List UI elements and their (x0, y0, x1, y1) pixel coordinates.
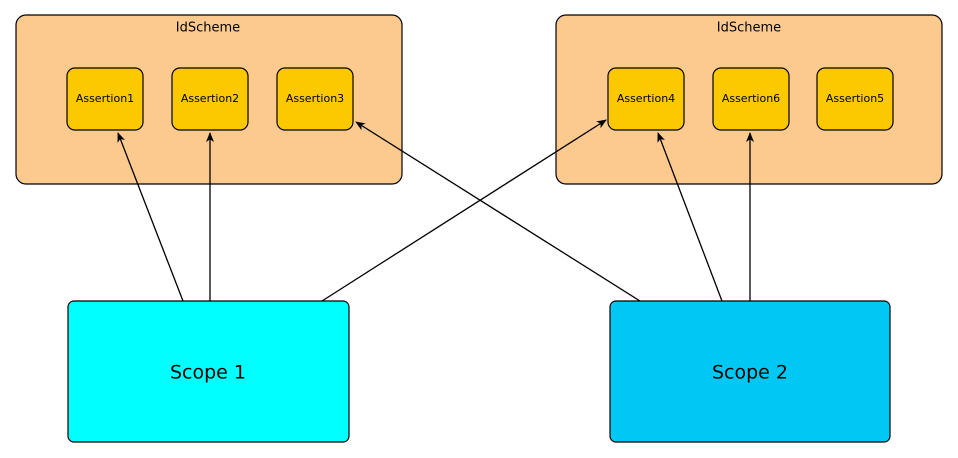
assertion-nodes-layer: Assertion1 Assertion2 Assertion3 Assertion4… (66, 67, 894, 131)
scope-box[interactable] (67, 300, 350, 443)
scope-node[interactable]: Scope 2 (609, 300, 891, 443)
assertion-label: Assertion4 (617, 92, 675, 105)
assertion-node[interactable]: Assertion2 (171, 67, 249, 131)
assertion-label: Assertion3 (286, 92, 344, 105)
assertion-node[interactable]: Assertion3 (276, 67, 354, 131)
association-arrow[interactable] (117, 132, 184, 302)
idscheme-title: IdScheme (176, 21, 240, 36)
assertion-box[interactable] (607, 67, 685, 131)
scope-label: Scope 2 (712, 362, 788, 384)
scope-box[interactable] (609, 300, 891, 443)
assertion-box[interactable] (816, 67, 894, 131)
scope-node[interactable]: Scope 1 (67, 300, 350, 443)
assertion-node[interactable]: Assertion1 (66, 67, 144, 131)
assertion-node[interactable]: Assertion4 (607, 67, 685, 131)
assertion-label: Assertion6 (722, 92, 780, 105)
assertion-box[interactable] (66, 67, 144, 131)
assertion-box[interactable] (276, 67, 354, 131)
assertion-label: Assertion2 (181, 92, 239, 105)
idscheme-title: IdScheme (717, 21, 781, 36)
association-arrow[interactable] (321, 119, 607, 302)
assertion-box[interactable] (712, 67, 790, 131)
assertion-node[interactable]: Assertion5 (816, 67, 894, 131)
assertion-node[interactable]: Assertion6 (712, 67, 790, 131)
assertion-label: Assertion5 (826, 92, 884, 105)
association-edges-layer (117, 119, 754, 302)
scope-nodes-layer: Scope 1 Scope 2 (67, 300, 891, 443)
association-arrow[interactable] (657, 132, 723, 302)
association-arrow[interactable] (355, 121, 641, 302)
scope-label: Scope 1 (170, 362, 246, 384)
idscheme-container-layer: IdScheme IdScheme (15, 14, 943, 185)
assertion-box[interactable] (171, 67, 249, 131)
assertion-label: Assertion1 (76, 92, 134, 105)
